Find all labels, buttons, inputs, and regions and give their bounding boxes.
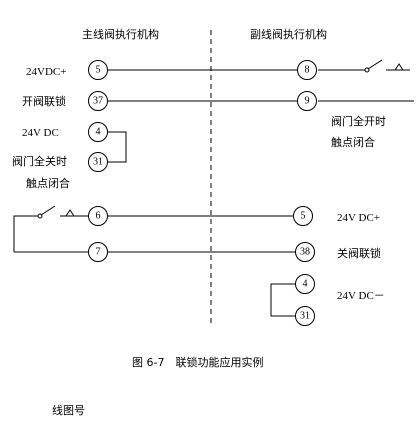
terminal-8: 8 <box>297 60 317 80</box>
label-valve-fully-closed: 阀门全关时 <box>12 154 67 168</box>
header-bypass-valve-actuator: 副线阀执行机构 <box>250 27 327 41</box>
terminal-31-right: 31 <box>295 306 315 326</box>
terminal-37: 37 <box>88 91 108 111</box>
svg-text:4: 4 <box>96 127 101 138</box>
wire-4-31-loop-right <box>270 283 295 317</box>
label-24vdc-plus-left: 24VDC+ <box>26 66 66 78</box>
svg-text:38: 38 <box>300 247 310 258</box>
svg-text:31: 31 <box>93 157 103 168</box>
label-24vdc-minus-right: 24V DC－ <box>337 290 385 302</box>
contact-mark-6 <box>65 209 75 217</box>
header-main-valve-actuator: 主线阀执行机构 <box>82 27 159 41</box>
terminal-7: 7 <box>88 242 108 262</box>
contact-node-6 <box>37 213 43 219</box>
svg-text:4: 4 <box>303 279 308 290</box>
contact-node-8 <box>364 67 370 73</box>
svg-text:31: 31 <box>300 311 310 322</box>
wire-4-31-loop-left <box>108 131 127 163</box>
switch-blade-6 <box>40 205 56 216</box>
label-24vdc-left: 24V DC <box>22 127 59 139</box>
wire-left-loop-upper <box>13 215 38 252</box>
terminal-5-right: 5 <box>293 206 313 226</box>
svg-text:9: 9 <box>305 96 310 107</box>
figure-caption: 图 6-7 联锁功能应用实例 <box>132 355 263 369</box>
contact-mark-8 <box>394 63 404 71</box>
label-open-interlock: 开阀联锁 <box>22 94 66 108</box>
svg-text:37: 37 <box>93 96 103 107</box>
label-contact-closed-right: 触点闭合 <box>331 135 375 149</box>
label-contact-closed-left: 触点闭合 <box>26 176 70 190</box>
terminal-4-left: 4 <box>88 122 108 142</box>
footer-text: 线图号 <box>52 403 85 417</box>
terminal-38: 38 <box>295 242 315 262</box>
label-valve-fully-open: 阀门全开时 <box>331 114 386 128</box>
terminal-5-left: 5 <box>88 60 108 80</box>
svg-text:6: 6 <box>96 211 101 222</box>
label-24vdc-plus-right: 24V DC+ <box>337 212 380 224</box>
svg-text:5: 5 <box>301 211 306 222</box>
svg-text:7: 7 <box>96 247 101 258</box>
terminal-31-left: 31 <box>88 152 108 172</box>
terminal-6: 6 <box>88 206 108 226</box>
switch-blade-8 <box>367 59 383 70</box>
label-close-interlock: 关阀联锁 <box>337 246 381 260</box>
svg-text:8: 8 <box>305 65 310 76</box>
terminal-9: 9 <box>297 91 317 111</box>
terminal-4-right: 4 <box>295 274 315 294</box>
svg-text:5: 5 <box>96 65 101 76</box>
